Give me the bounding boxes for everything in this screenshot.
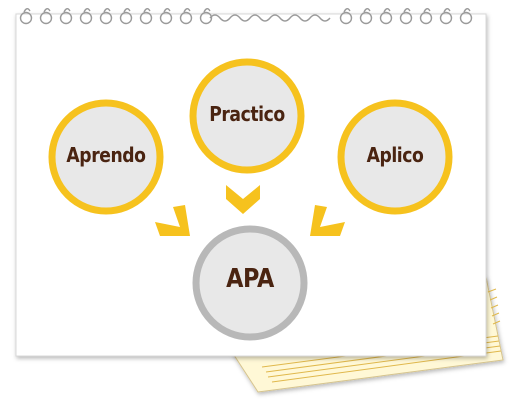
binding-ring-icon bbox=[99, 11, 113, 25]
binding-ring-icon bbox=[379, 11, 393, 25]
binding-ring-icon bbox=[443, 8, 451, 13]
node-apa-label: APA bbox=[226, 264, 274, 294]
node-apa-circle bbox=[192, 225, 308, 341]
node-aprendo-circle bbox=[48, 99, 164, 215]
binding-ring-icon bbox=[123, 8, 131, 13]
binding-ring-icon bbox=[343, 8, 351, 13]
arrow-aprendo-to-apa bbox=[155, 205, 190, 236]
binding-ring-icon bbox=[59, 11, 73, 25]
binding-ring-icon bbox=[359, 11, 373, 25]
binding-ring-icon bbox=[23, 8, 31, 13]
node-practico-label: Practico bbox=[209, 102, 285, 126]
binding-ring-icon bbox=[419, 11, 433, 25]
arrow-practico-to-apa bbox=[226, 185, 260, 214]
binding-ring-icon bbox=[63, 8, 71, 13]
binding-ring-icon bbox=[339, 11, 353, 25]
binding-ring-icon bbox=[43, 8, 51, 13]
binding-ring-icon bbox=[83, 8, 91, 13]
binding-ring-icon bbox=[159, 11, 173, 25]
arrow-aplico-to-apa bbox=[310, 205, 345, 236]
node-practico-circle bbox=[189, 58, 305, 174]
binding-ring-icon bbox=[139, 11, 153, 25]
binding-ring-icon bbox=[383, 8, 391, 13]
binding-ring-icon bbox=[119, 11, 133, 25]
binding-ring-icon bbox=[403, 8, 411, 13]
binding-ring-icon bbox=[459, 11, 473, 25]
binding-ring-icon bbox=[143, 8, 151, 13]
binding-ring-icon bbox=[79, 11, 93, 25]
binding-ring-icon bbox=[103, 8, 111, 13]
node-aplico-label: Aplico bbox=[366, 143, 424, 167]
binding-ring-icon bbox=[19, 11, 33, 25]
binding-ring-icon bbox=[439, 11, 453, 25]
binding-ring-icon bbox=[39, 11, 53, 25]
binding-ring-icon bbox=[203, 8, 211, 13]
binding-ring-icon bbox=[399, 11, 413, 25]
binding-ring-icon bbox=[163, 8, 171, 13]
binding-ring-icon bbox=[423, 8, 431, 13]
binding-ring-icon bbox=[183, 8, 191, 13]
binding-wave bbox=[209, 14, 331, 22]
binding-ring-icon bbox=[179, 11, 193, 25]
binding-ring-icon bbox=[363, 8, 371, 13]
spiral-binding bbox=[19, 8, 473, 25]
binding-ring-icon bbox=[463, 8, 471, 13]
node-aplico-circle bbox=[337, 99, 453, 215]
binding-ring-icon bbox=[199, 11, 213, 25]
node-aprendo-label: Aprendo bbox=[66, 143, 146, 167]
